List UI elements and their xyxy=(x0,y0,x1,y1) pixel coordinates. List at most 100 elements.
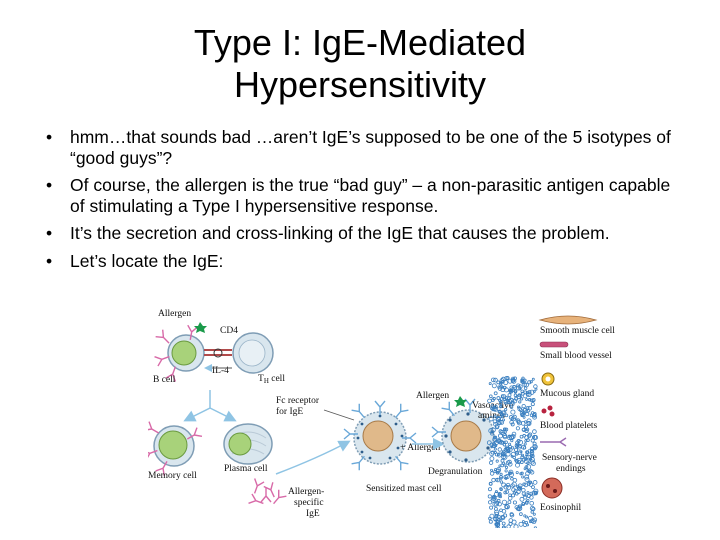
granule xyxy=(493,414,497,418)
granule xyxy=(510,378,516,383)
granule xyxy=(530,460,536,466)
legend-sensory-nerve-2: endings xyxy=(556,464,586,474)
granule xyxy=(494,514,499,519)
granule xyxy=(492,495,497,501)
granule xyxy=(489,471,495,476)
granule xyxy=(521,520,525,523)
granule xyxy=(524,382,529,388)
il4-label: IL-4 xyxy=(212,366,229,376)
granule xyxy=(488,382,492,386)
granule xyxy=(510,439,514,443)
granule xyxy=(532,413,537,418)
granule xyxy=(488,460,494,465)
granule xyxy=(493,391,498,396)
granule xyxy=(527,448,533,454)
granule xyxy=(517,483,523,489)
th-cell xyxy=(232,332,274,374)
granule xyxy=(532,444,537,449)
bullet-text: It’s the secretion and cross-linking of … xyxy=(70,223,610,243)
granule xyxy=(513,393,518,397)
granule xyxy=(523,482,529,488)
fc-receptor-label-2: for IgE xyxy=(276,406,303,417)
granule xyxy=(510,409,516,415)
granule xyxy=(520,412,525,417)
granule xyxy=(499,378,505,383)
granule xyxy=(510,451,516,457)
granule xyxy=(499,472,503,476)
granule xyxy=(532,429,537,434)
granule xyxy=(530,402,535,407)
granule xyxy=(526,491,530,495)
vasoactive-label-1: Vasoactive xyxy=(472,401,513,411)
granule xyxy=(521,502,526,506)
granule xyxy=(501,431,506,437)
granule xyxy=(523,457,528,461)
granule xyxy=(504,427,509,432)
granule xyxy=(494,511,499,517)
allergen-specific-ige-label-3: IgE xyxy=(306,509,320,519)
granule xyxy=(496,498,501,503)
bullet-text: Of course, the allergen is the true “bad… xyxy=(70,175,671,216)
granule xyxy=(513,390,517,394)
granule xyxy=(504,445,510,451)
granule xyxy=(509,385,514,390)
granule xyxy=(527,390,532,394)
granule xyxy=(504,469,508,473)
legend-mucous-gland: Mucous gland xyxy=(540,389,594,399)
granule xyxy=(499,382,503,386)
granule xyxy=(493,517,497,521)
granule xyxy=(499,480,504,484)
granule xyxy=(513,376,517,381)
granule xyxy=(507,396,511,401)
granule xyxy=(517,486,522,491)
granule xyxy=(487,500,493,505)
allergen-specific-ige-label-2: specific xyxy=(294,497,324,508)
legend-blood-platelets: Blood platelets xyxy=(540,421,598,431)
granule xyxy=(502,453,506,457)
granule xyxy=(487,398,492,404)
plus-allergen-label: + Allergen xyxy=(400,443,441,453)
granule xyxy=(498,429,503,434)
granule xyxy=(527,398,532,402)
granule xyxy=(519,512,523,516)
granule xyxy=(533,384,538,389)
granule xyxy=(502,433,508,439)
b-cell-label: B cell xyxy=(153,375,176,385)
degranulation-label: Degranulation xyxy=(428,467,483,477)
granule xyxy=(503,380,509,386)
bullet-marker: • xyxy=(46,250,53,271)
granule xyxy=(509,420,514,425)
granule xyxy=(519,411,525,416)
granule xyxy=(493,491,500,497)
th-cell-label: TH cell xyxy=(258,374,285,385)
bullet-marker: • xyxy=(46,223,53,243)
granule xyxy=(499,476,503,480)
granule xyxy=(511,376,516,381)
granule xyxy=(505,451,511,457)
granule xyxy=(528,432,533,437)
granule xyxy=(499,487,503,491)
granule xyxy=(515,445,519,449)
granule xyxy=(515,426,520,431)
granule xyxy=(531,435,536,439)
granule xyxy=(504,489,510,494)
granule xyxy=(533,526,537,528)
granule xyxy=(515,492,519,496)
granule xyxy=(521,427,526,432)
granule xyxy=(533,490,539,496)
bullet-marker: • xyxy=(46,175,53,195)
granule xyxy=(501,379,505,384)
granule xyxy=(494,423,500,429)
granule xyxy=(502,418,506,422)
granule xyxy=(510,416,514,421)
granule xyxy=(495,522,499,526)
allergen-label: Allergen xyxy=(158,309,191,319)
granule xyxy=(503,490,508,495)
granule xyxy=(531,485,535,489)
granule xyxy=(526,433,532,439)
granule xyxy=(512,477,518,483)
granule xyxy=(500,376,506,382)
arrow-to-memory xyxy=(183,390,211,422)
granule xyxy=(507,500,512,505)
granule xyxy=(518,408,523,412)
